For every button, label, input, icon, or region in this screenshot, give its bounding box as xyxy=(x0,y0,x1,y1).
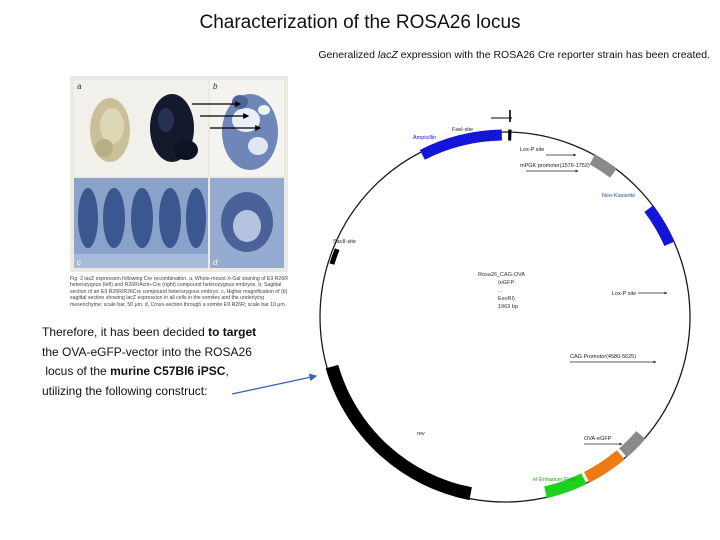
figure-caption: Fig. 2 lacZ expression following Cre rec… xyxy=(70,276,288,308)
center-line-3: ... xyxy=(498,288,503,294)
body-line-3-text: locus of the xyxy=(45,364,111,378)
construct-arrow xyxy=(231,373,318,395)
center-line-1: Rosa26_CAG-OVA xyxy=(478,272,525,278)
slide-title: Characterization of the ROSA26 locus xyxy=(199,12,521,33)
body-line-4: utilizing the following construct: xyxy=(42,383,208,398)
label-rev: rev xyxy=(417,431,425,437)
label-ampicillin: Ampicillin xyxy=(413,135,436,141)
panel-letter-d: d xyxy=(213,258,218,267)
body-line-3-tail: , xyxy=(225,364,229,378)
figure-panel-c: c xyxy=(74,178,208,268)
subtitle-gene-name: lacZ xyxy=(377,49,398,61)
body-line-3-bold: murine C57Bl6 iPSC xyxy=(110,364,226,378)
figure-panel-a: a xyxy=(74,80,208,176)
center-line-5: 1963 bp xyxy=(498,304,518,310)
somite-section-image xyxy=(74,178,208,268)
label-sacii: SacII-site xyxy=(333,239,356,245)
figure-panel-d: d xyxy=(210,178,284,268)
panel-letter-a: a xyxy=(77,82,82,91)
panel-arrows xyxy=(192,101,262,131)
ampicillin-segment xyxy=(419,129,502,160)
neo-cassette-segment xyxy=(644,205,675,247)
label-pgk: mPGK promoter(1576-1752) xyxy=(520,163,590,169)
plasmid-backbone xyxy=(319,131,691,503)
pgk-promoter-segment xyxy=(589,154,617,178)
body-line-1-text: Therefore, it has been decided xyxy=(42,325,209,339)
subtitle-text-before: Generalized xyxy=(318,49,378,61)
label-ova: OVA-eGFP xyxy=(584,436,612,442)
label-loxp-top: Lox-P site xyxy=(520,147,544,153)
center-line-2: (eGFP xyxy=(498,280,515,286)
sacii-site-segment xyxy=(329,248,340,265)
plasmid-map: FseI-site Ampicillin Lox-P site mPGK pro… xyxy=(319,110,691,503)
body-line-2: the OVA-eGFP-vector into the ROSA26 xyxy=(42,344,252,359)
ires-segment xyxy=(544,473,587,499)
rosa26-homology-segment xyxy=(325,364,472,501)
body-line-1-bold: to target xyxy=(208,325,257,339)
label-loxp-right: Lox-P site xyxy=(612,291,636,297)
label-fsei: FseI-site xyxy=(452,127,473,133)
panel-letter-c: c xyxy=(77,258,81,267)
label-cag: CAG Promotor(4580-5625) xyxy=(570,354,636,360)
subtitle-text-after: expression with the ROSA26 Cre reporter … xyxy=(397,49,710,61)
embryo-figure: a b c d xyxy=(70,76,288,272)
cag-gray-segment xyxy=(619,431,646,458)
slide-subtitle: Generalized lacZ expression with the ROS… xyxy=(250,49,710,61)
body-paragraph: Therefore, it has been decided to target… xyxy=(42,323,292,401)
ova-egfp-segment xyxy=(583,450,625,483)
label-ires: el-Enhancer Polio xyxy=(533,477,576,483)
panel-letter-b: b xyxy=(213,82,218,91)
whole-mount-embryos-image xyxy=(90,94,198,162)
plasmid-center-label: Rosa26_CAG-OVA (eGFP ... ExoRI) 1963 bp xyxy=(478,272,525,310)
cross-section-image xyxy=(210,178,284,268)
center-line-4: ExoRI) xyxy=(498,296,515,302)
body-line-1: Therefore, it has been decided to target xyxy=(42,323,292,343)
body-line-3: locus of the murine C57Bl6 iPSC, xyxy=(42,362,292,382)
label-neo: Neo-Kassette xyxy=(602,193,635,199)
